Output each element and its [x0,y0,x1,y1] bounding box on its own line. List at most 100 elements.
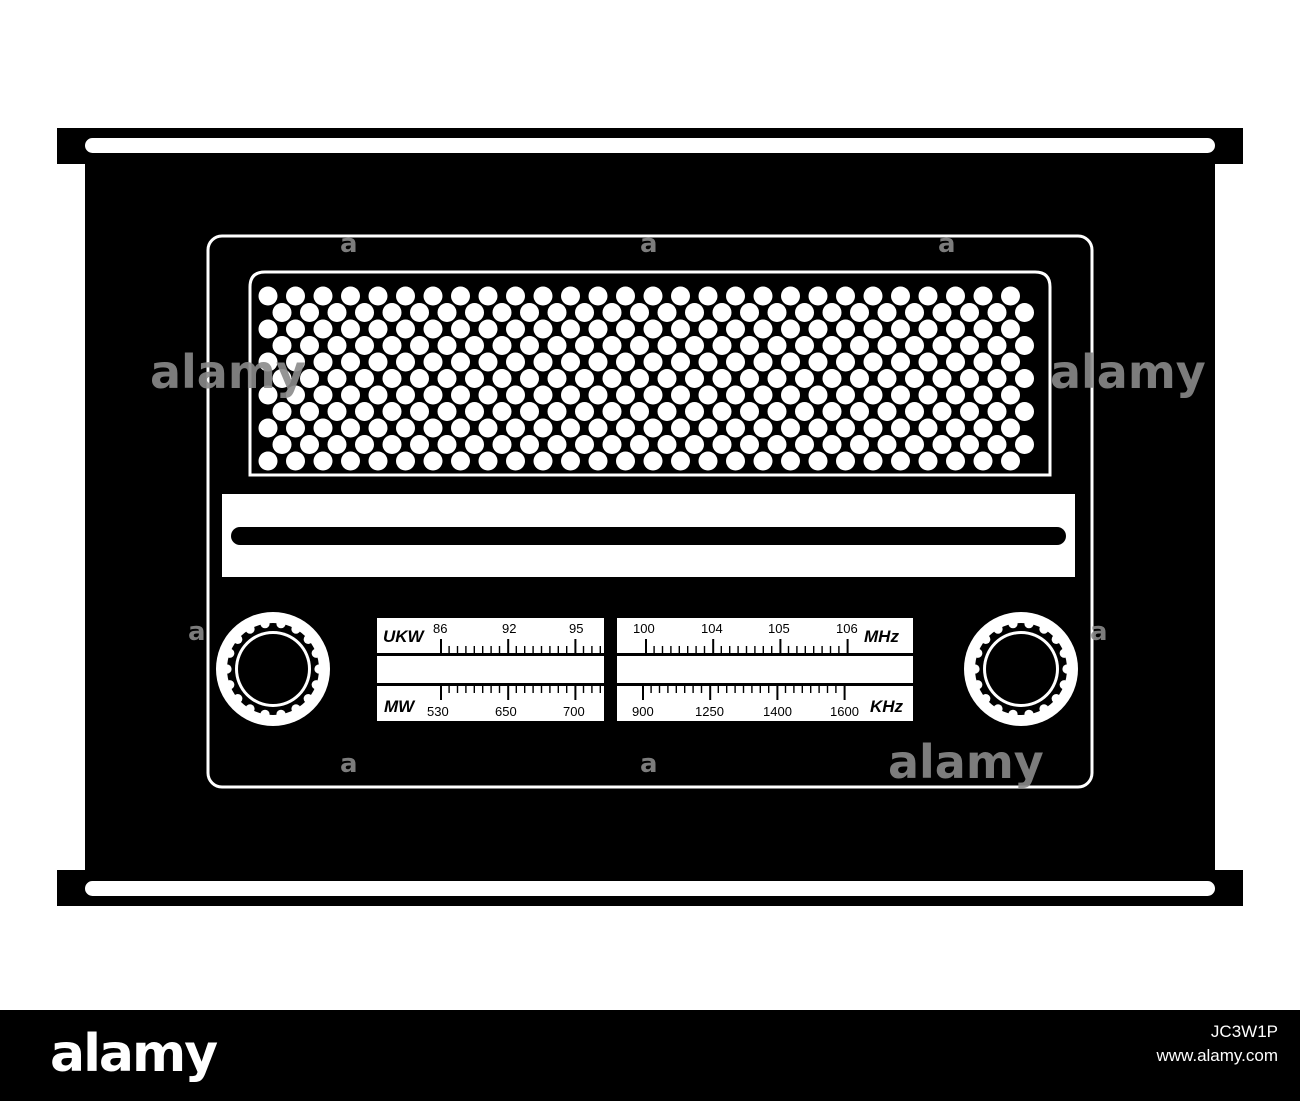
grille-hole [341,352,360,372]
dial-tick [599,646,601,653]
grille-hole [478,385,498,405]
grille-hole [355,303,374,322]
grille-hole [451,451,470,471]
grille-hole [368,418,388,438]
dial-tick [507,639,510,653]
grille-hole [767,336,787,355]
grille-hole [643,352,663,372]
knob-notch [225,648,235,658]
knob-notch [303,634,313,645]
dial-divider-left [377,653,604,656]
grille-hole [808,385,828,405]
grille-hole [396,352,415,372]
dial-tick [465,646,467,653]
dial-tick [835,686,837,693]
dial-tick [729,646,731,653]
knob-icon[interactable] [216,612,330,726]
dial-tick [826,686,829,693]
grille-hole [946,286,965,306]
knob-notch [233,634,243,645]
knob-notch [981,693,991,704]
grille-hole [575,336,594,355]
grille-hole [368,385,388,405]
grille-hole [808,286,828,306]
grille-hole [478,352,498,372]
ukw-tick-100: 100 [633,621,655,636]
grille-hole [368,286,388,306]
grille-hole [396,451,415,471]
grille-hole [1001,352,1020,372]
grille-hole [891,286,910,306]
dial-tick [751,686,753,693]
grille-hole [726,385,745,405]
grille-hole [410,435,429,454]
knob-icon[interactable] [964,612,1078,726]
grille-hole [368,352,388,372]
grille-hole [465,369,484,388]
dial-tick [670,646,672,653]
grille-hole [533,286,553,306]
mw-tick-530: 530 [427,704,449,719]
grille-hole [685,336,704,355]
dial-tick [667,686,669,693]
grille-hole [850,435,869,454]
knob-notch [1024,619,1034,629]
grille-hole [437,402,457,421]
dial-tick [591,686,593,693]
grille-hole [905,369,924,388]
knob-notch [311,648,321,658]
grille-hole [616,385,635,405]
grille-hole [740,402,759,421]
grille-hole [258,319,278,339]
grille-hole [698,418,718,438]
watermark: alamy alamy alamy a a a a a a a [150,229,1206,789]
grille-hole [286,286,305,306]
ukw-tick-104: 104 [701,621,723,636]
grille-hole [327,369,347,388]
grille-hole [355,369,374,388]
grille-hole [836,319,855,339]
grille-hole [960,303,979,322]
grille-hole [533,451,553,471]
grille-hole [272,435,292,454]
grille-hole [1015,336,1034,355]
grille-hole [341,286,360,306]
grille-hole [465,336,484,355]
grille-hole [863,352,883,372]
knob-notch [245,624,255,634]
knob-notch [1051,634,1061,645]
grille-hole [327,435,347,454]
alamy-logo: alamy [50,1024,218,1084]
grille-hole [808,418,828,438]
dial-tick [582,686,585,693]
watermark-word: alamy [888,735,1044,789]
watermark-letter: a [1090,617,1108,647]
dial-tick [456,646,459,653]
grille-hole [877,402,897,421]
dial-tick [793,686,795,693]
grille-hole [520,435,539,454]
dial-tick [784,686,787,693]
dial-tick [768,686,770,693]
grille-hole [341,451,360,471]
grille-hole [520,303,539,322]
grille-hole [437,303,457,322]
grille-hole [382,369,402,388]
grille-hole [258,286,278,306]
dial-tick [549,646,551,653]
knob-notch [311,680,321,690]
dial-divider-left-2 [377,683,604,686]
grille-hole [822,303,842,322]
grille-hole [850,402,869,421]
mhz-label: MHz [864,627,899,646]
ukw-tick-92: 92 [502,621,516,636]
grille-hole [643,451,663,471]
knob-notch [970,664,980,674]
grille-hole [437,435,457,454]
dial-tick [703,646,706,653]
grille-hole [671,352,690,372]
grille-hole [602,402,622,421]
grille-hole [396,418,415,438]
grille-hole [795,303,814,322]
mw-tick-650: 650 [495,704,517,719]
